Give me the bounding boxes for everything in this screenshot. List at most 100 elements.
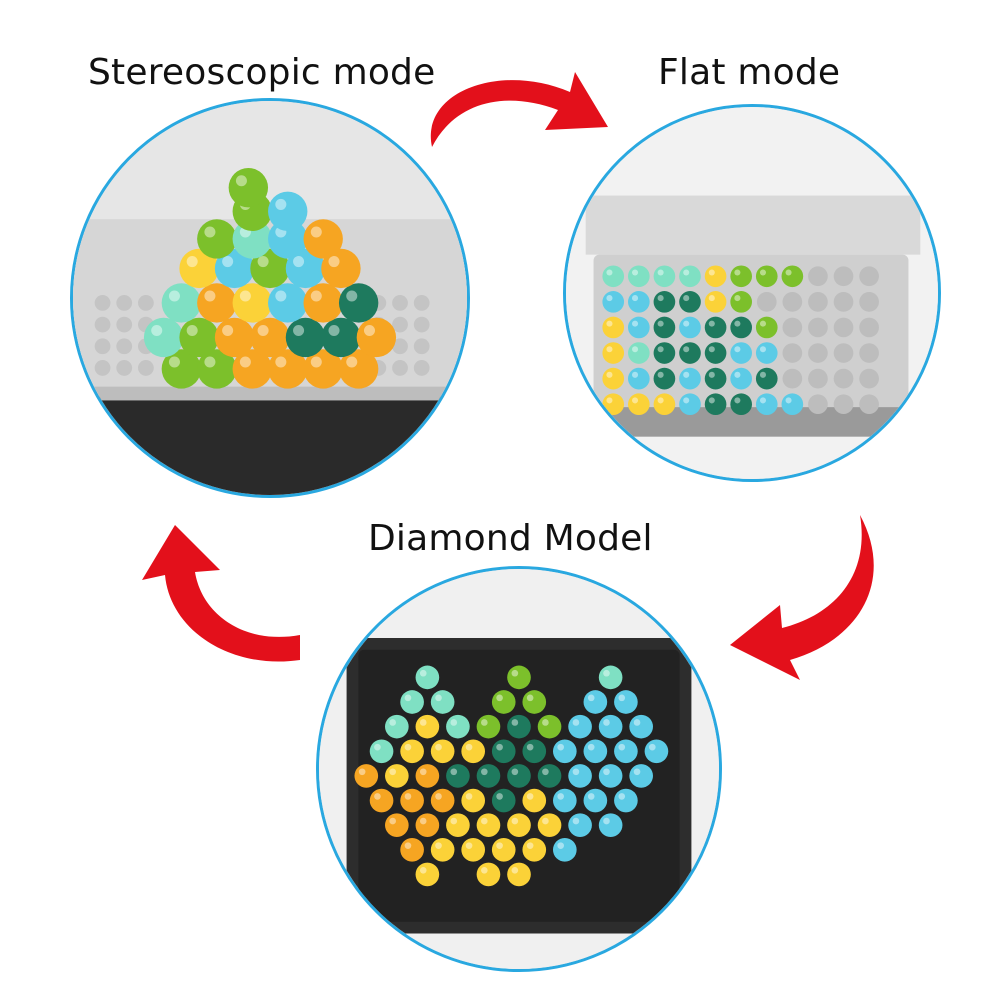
puzzle-ball (415, 813, 440, 837)
board-hole (138, 360, 154, 376)
puzzle-ball (568, 714, 592, 739)
puzzle-ball (602, 265, 625, 288)
board-hole (808, 317, 828, 338)
puzzle-ball (583, 739, 608, 764)
puzzle-ball (704, 265, 727, 288)
ball-highlight (606, 269, 613, 276)
puzzle-ball (730, 291, 752, 313)
ball-highlight (168, 290, 180, 302)
board-hole (94, 360, 111, 376)
puzzle-ball (400, 739, 424, 764)
ball-highlight (734, 346, 741, 353)
puzzle-ball (430, 837, 455, 862)
puzzle-ball (679, 367, 701, 390)
ball-highlight (632, 269, 639, 276)
ball-highlight (450, 817, 458, 825)
puzzle-ball (415, 665, 440, 690)
puzzle-ball (338, 283, 379, 323)
ball-highlight (587, 743, 595, 751)
puzzle-ball (197, 219, 237, 259)
puzzle-ball (602, 342, 625, 364)
ball-highlight (404, 694, 412, 702)
puzzle-ball (446, 714, 470, 739)
puzzle-ball (552, 739, 577, 764)
ball-highlight (496, 743, 503, 751)
board-hole (859, 266, 879, 287)
ball-highlight (275, 290, 287, 302)
ball-highlight (481, 866, 488, 874)
board-hole (808, 368, 828, 389)
ball-highlight (346, 290, 358, 302)
puzzle-ball (356, 317, 397, 358)
ball-highlight (606, 295, 613, 302)
ball-highlight (632, 371, 639, 378)
board-hole (833, 368, 854, 389)
ball-highlight (526, 743, 534, 751)
puzzle-ball (602, 367, 625, 390)
ball-highlight (374, 743, 381, 751)
board-hole (116, 316, 133, 333)
puzzle-ball (415, 862, 440, 887)
ball-highlight (465, 743, 473, 751)
puzzle-ball (522, 837, 547, 862)
puzzle-ball (197, 283, 237, 323)
puzzle-ball (369, 788, 394, 813)
ball-highlight (683, 397, 690, 404)
flat-mode-label: Flat mode (658, 52, 841, 93)
puzzle-ball (755, 393, 778, 416)
puzzle-ball (781, 265, 804, 288)
curved-arrow-icon (142, 525, 300, 662)
ball-highlight (310, 290, 322, 302)
puzzle-ball (491, 788, 516, 813)
ball-highlight (419, 719, 427, 726)
puzzle-ball (250, 317, 290, 358)
puzzle-ball (507, 764, 531, 788)
ball-highlight (363, 324, 376, 337)
curved-arrow-icon (430, 72, 608, 147)
ball-highlight (204, 290, 216, 302)
puzzle-ball (476, 813, 501, 837)
puzzle-ball (598, 764, 623, 788)
puzzle-ball (730, 393, 752, 416)
board-hole (833, 317, 854, 338)
ball-highlight (419, 817, 427, 825)
ball-highlight (657, 295, 664, 302)
board-hole (859, 394, 879, 415)
puzzle-ball (614, 739, 638, 764)
ball-highlight (603, 768, 610, 776)
ball-highlight (204, 226, 216, 238)
ball-highlight (648, 743, 656, 751)
ball-highlight (683, 346, 690, 353)
puzzle-ball (430, 690, 455, 714)
puzzle-ball (653, 393, 676, 416)
puzzle-ball (704, 367, 727, 390)
puzzle-ball (161, 349, 202, 389)
ball-highlight (496, 842, 503, 849)
puzzle-ball (250, 248, 290, 289)
board-hole (782, 317, 803, 338)
puzzle-ball (628, 316, 650, 339)
puzzle-ball (446, 764, 470, 788)
puzzle-ball (268, 219, 308, 259)
ball-highlight (557, 743, 564, 751)
puzzle-ball (214, 248, 255, 289)
ball-highlight (785, 397, 792, 404)
puzzle-ball (400, 837, 424, 862)
ball-highlight (557, 793, 564, 800)
ball-highlight (557, 842, 564, 849)
ball-highlight (542, 817, 549, 825)
puzzle-ball (476, 714, 501, 739)
ball-highlight (204, 356, 216, 368)
ball-highlight (257, 324, 269, 337)
board-hole (833, 394, 854, 415)
ball-highlight (606, 320, 613, 327)
puzzle-ball (598, 714, 623, 739)
ball-highlight (633, 719, 641, 726)
ball-highlight (222, 324, 234, 337)
ball-highlight (759, 346, 767, 353)
puzzle-ball (321, 248, 361, 289)
ball-highlight (186, 256, 198, 268)
board-hole (138, 295, 154, 311)
ball-highlight (657, 371, 664, 378)
puzzle-ball (755, 316, 778, 339)
